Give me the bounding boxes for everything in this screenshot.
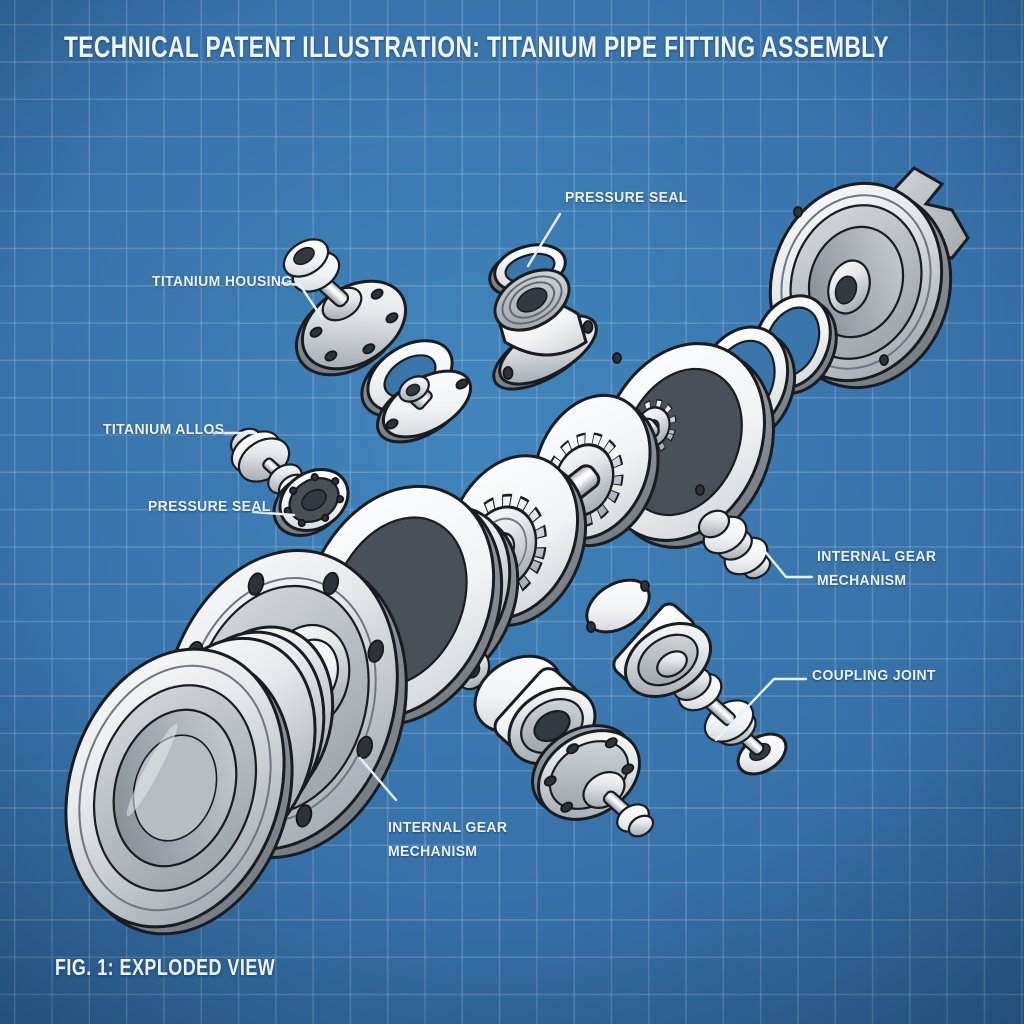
coupling-joint-shaft — [585, 578, 788, 776]
stub-plate — [375, 369, 473, 444]
label-pressure-seal-left: PRESSURE SEAL — [148, 498, 271, 515]
label-internal-gear-right-line1: INTERNAL GEAR — [817, 548, 937, 565]
leader-lines — [211, 212, 814, 802]
housing-bolt-flange — [282, 238, 408, 377]
label-internal-gear-bottom-line1: INTERNAL GEAR — [388, 819, 508, 836]
flange-fastener — [531, 724, 655, 838]
threaded-collar — [492, 268, 598, 391]
leader-internal-gear-right — [761, 547, 814, 579]
label-pressure-seal-top: PRESSURE SEAL — [565, 189, 688, 206]
label-internal-gear-bottom-line2: MECHANISM — [388, 843, 478, 860]
leader-coupling-joint — [714, 677, 808, 742]
figure-caption: FIG. 1: EXPLODED VIEW — [55, 954, 276, 980]
label-coupling-joint: COUPLING JOINT — [812, 667, 936, 684]
label-internal-gear-right: INTERNAL GEAR MECHANISM — [817, 549, 936, 588]
page-title: TECHNICAL PATENT ILLUSTRATION: TITANIUM … — [64, 31, 889, 64]
label-internal-gear-right-line2: MECHANISM — [817, 572, 907, 589]
washer-fastener-stack — [697, 509, 772, 580]
leader-pressure-seal-top — [526, 212, 562, 268]
leader-pressure-seal-left — [251, 510, 296, 517]
ball-bearing — [272, 468, 350, 537]
label-titanium-alloy: TITANIUM ALLOS — [103, 421, 225, 438]
label-titanium-housing: TITANIUM HOUSING — [152, 273, 293, 290]
label-internal-gear-bottom: INTERNAL GEAR MECHANISM — [388, 820, 507, 859]
leader-titanium-housing — [280, 281, 324, 320]
alloy-fastener-stack — [229, 427, 309, 501]
bearing-bushing — [473, 654, 597, 766]
leader-internal-gear-bottom — [358, 756, 398, 802]
pipe-bell-housing — [64, 625, 335, 936]
